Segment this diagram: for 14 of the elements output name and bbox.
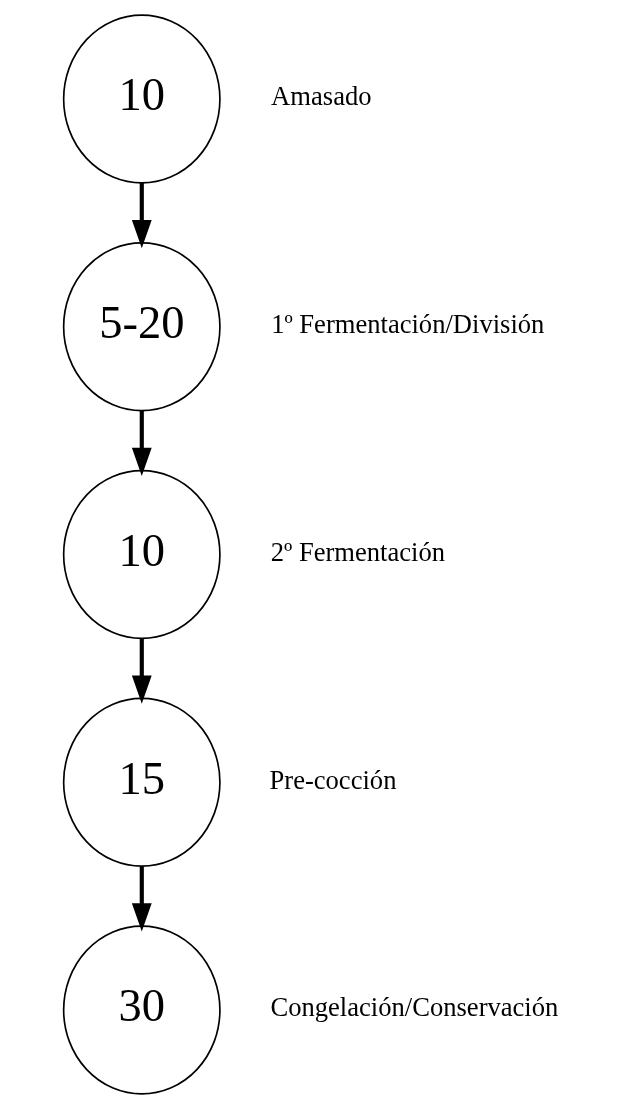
node-circle: 30 <box>62 925 221 1095</box>
node-circle: 10 <box>62 14 221 184</box>
arrow <box>131 410 152 477</box>
node-circle: 5-20 <box>62 241 221 412</box>
node-circle: 15 <box>62 697 221 868</box>
arrow <box>131 638 152 704</box>
node-label: Amasado <box>271 81 372 112</box>
node-label: Congelación/Conservación <box>270 992 559 1023</box>
node-label: 1º Fermentación/División <box>271 309 545 340</box>
node-label: Pre-cocción <box>269 764 397 795</box>
arrow <box>131 182 152 249</box>
node-circle: 10 <box>62 469 221 640</box>
arrow <box>131 866 152 932</box>
node-label: 2º Fermentación <box>270 536 446 567</box>
